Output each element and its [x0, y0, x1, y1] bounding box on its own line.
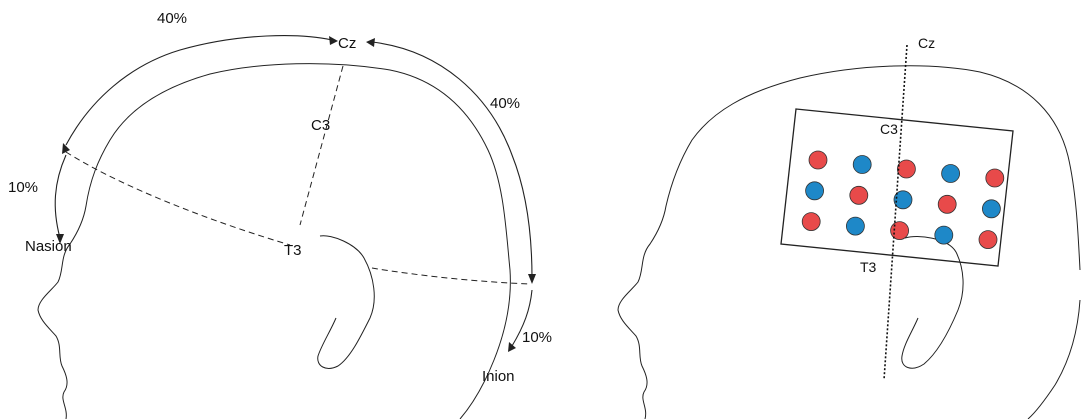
- electrode-blue-r3-c4: [934, 225, 954, 245]
- label-cz-right: Cz: [918, 35, 935, 51]
- electrode-red-r1-c5: [985, 168, 1005, 188]
- electrode-blue-r2-c3: [893, 190, 913, 210]
- right-head-outline-back: [1027, 299, 1081, 419]
- arc-inion-to-10pct: [511, 289, 533, 347]
- label-t3-left: T3: [284, 242, 302, 259]
- electrode-blue-r1-c2: [852, 155, 872, 174]
- label-nasion: Nasion: [25, 238, 72, 255]
- arc-cz-to-inion: [371, 41, 533, 279]
- electrode-red-r2-c2: [849, 185, 869, 205]
- electrode-red-r1-c3: [897, 159, 916, 179]
- label-c3-left: C3: [311, 117, 330, 134]
- nasion-t3-dashed-line: [65, 151, 291, 246]
- arc-nasion-to-cz: [65, 35, 333, 146]
- electrode-red-r3-c1: [801, 212, 821, 232]
- label-40pct-back: 40%: [490, 95, 520, 112]
- label-10pct-inion: 10%: [522, 329, 552, 346]
- cz-reference-dotted-line: [883, 44, 908, 381]
- label-40pct-front: 40%: [157, 10, 187, 27]
- electrode-blue-r2-c1: [805, 181, 824, 201]
- ear-inion-dashed-line: [371, 267, 531, 285]
- arrowhead-cz-left: [329, 36, 338, 45]
- left-head-panel: 40% Cz 40% C3 10% Nasion T3 10% Inion: [8, 10, 552, 419]
- left-ear: [317, 235, 375, 369]
- label-cz-left: Cz: [338, 35, 356, 52]
- label-c3-right: C3: [880, 121, 898, 137]
- electrode-blue-r1-c4: [941, 164, 960, 183]
- arrowhead-inion-top: [528, 274, 536, 284]
- right-head-panel: Cz C3 T3: [617, 35, 1081, 419]
- electrode-grid-frame: [780, 108, 1014, 267]
- arrowhead-inion-bottom: [508, 342, 516, 352]
- electrode-red-r2-c4: [937, 194, 957, 214]
- right-head-outline: [617, 65, 1081, 419]
- electrode-blue-r3-c2: [846, 216, 865, 236]
- electrode-grid: [801, 150, 1005, 250]
- right-ear: [901, 236, 964, 369]
- electrode-red-r3-c5: [978, 230, 998, 250]
- arrowhead-cz-right: [366, 38, 375, 47]
- c3-t3-dashed-line: [299, 65, 344, 226]
- arc-nasion-to-10pct: [54, 154, 67, 239]
- left-head-outline: [37, 63, 511, 419]
- electrode-blue-r2-c5: [982, 199, 1001, 219]
- label-t3-right: T3: [860, 259, 877, 275]
- label-inion: Inion: [482, 368, 515, 385]
- arrowhead-nasion-top: [62, 143, 70, 154]
- electrode-red-r1-c1: [808, 150, 828, 170]
- arrowhead-nasion-bottom: [56, 234, 64, 244]
- label-10pct-nasion: 10%: [8, 179, 38, 196]
